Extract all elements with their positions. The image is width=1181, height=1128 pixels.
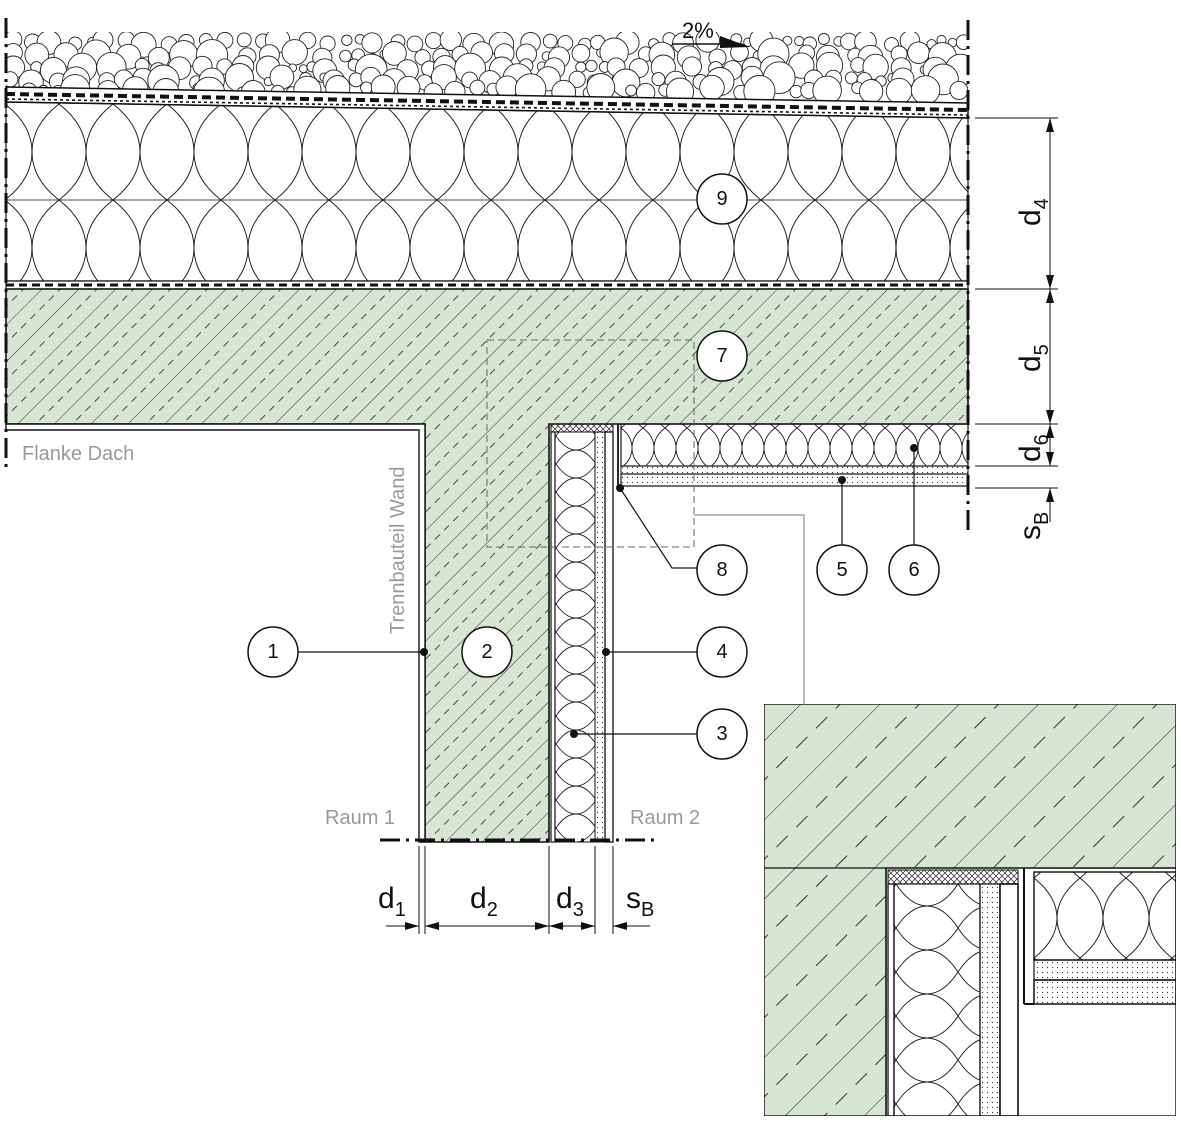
section-break-lines (4, 18, 970, 842)
gravel-layer (6, 32, 968, 105)
raum1-label: Raum 1 (325, 807, 395, 829)
right-dimension-arrows (1046, 118, 1054, 502)
callout-3-number: 3 (716, 723, 727, 745)
callout-9: 9 (696, 173, 748, 225)
dim-d3-main: d (556, 882, 573, 915)
detail-frame (486, 339, 695, 548)
dim-d1-sub: 1 (395, 899, 406, 921)
callout-6: 6 (888, 544, 940, 596)
callout-2-number: 2 (481, 641, 492, 663)
dim-d5-main: d (1014, 355, 1047, 372)
suspended-ceiling (617, 423, 969, 489)
callout-8: 8 (696, 544, 748, 596)
flanke-label: Flanke Dach (22, 443, 134, 465)
roof-insulation (5, 101, 969, 282)
callout-5-number: 5 (836, 559, 847, 581)
dim-d4-main: d (1014, 209, 1047, 226)
callout-7: 7 (696, 330, 748, 382)
trennbauteil-label: Trennbauteil Wand (387, 467, 409, 635)
callout-4-number: 4 (716, 641, 727, 663)
right-dimension-chain (975, 117, 1058, 522)
slope-indicator: 2% (672, 18, 750, 48)
dim-d1-label: d1 (378, 882, 406, 921)
dim-d5-label: d5 (1014, 344, 1053, 372)
dim-d4-sub: 4 (1031, 198, 1053, 209)
dim-sb-bottom-main: s (626, 882, 641, 915)
dim-sb-right-main: s (1014, 525, 1047, 540)
bottom-dimension-arrows (405, 922, 627, 930)
zoom-inset (764, 704, 1176, 1116)
callout-2: 2 (461, 626, 513, 678)
dim-d6-sub: 6 (1031, 434, 1053, 445)
callout-5: 5 (816, 544, 868, 596)
wall-lining (550, 423, 614, 843)
callout-1-number: 1 (267, 641, 278, 663)
callout-1: 1 (247, 626, 299, 678)
slope-label: 2% (682, 18, 714, 43)
bottom-dimension-chain (386, 846, 650, 934)
dim-d3-label: d3 (556, 882, 584, 921)
dim-d1-main: d (378, 882, 395, 915)
dim-d3-sub: 3 (573, 899, 584, 921)
dim-sb-right-label: sB (1014, 512, 1053, 540)
callout-3: 3 (696, 708, 748, 760)
vapour-barrier (5, 280, 969, 290)
callout-9-number: 9 (716, 188, 727, 210)
dim-sb-bottom-sub: B (641, 899, 654, 921)
callout-6-number: 6 (908, 559, 919, 581)
zoom-connector (694, 514, 805, 704)
dim-d6-label: d6 (1014, 434, 1053, 462)
dim-d6-main: d (1014, 445, 1047, 462)
callout-8-number: 8 (716, 559, 727, 581)
dim-d2-main: d (470, 882, 487, 915)
dim-d2-sub: 2 (487, 899, 498, 921)
leader-dots (420, 444, 918, 738)
dim-sb-bottom-label: sB (626, 882, 654, 921)
dim-d5-sub: 5 (1031, 344, 1053, 355)
leader-lines (298, 448, 915, 735)
callout-7-number: 7 (716, 345, 727, 367)
dim-d2-label: d2 (470, 882, 498, 921)
plaster-layer (5, 423, 426, 843)
raum2-label: Raum 2 (630, 807, 700, 829)
callout-4: 4 (696, 626, 748, 678)
dim-d4-label: d4 (1014, 198, 1053, 226)
dim-sb-right-sub: B (1031, 512, 1053, 525)
